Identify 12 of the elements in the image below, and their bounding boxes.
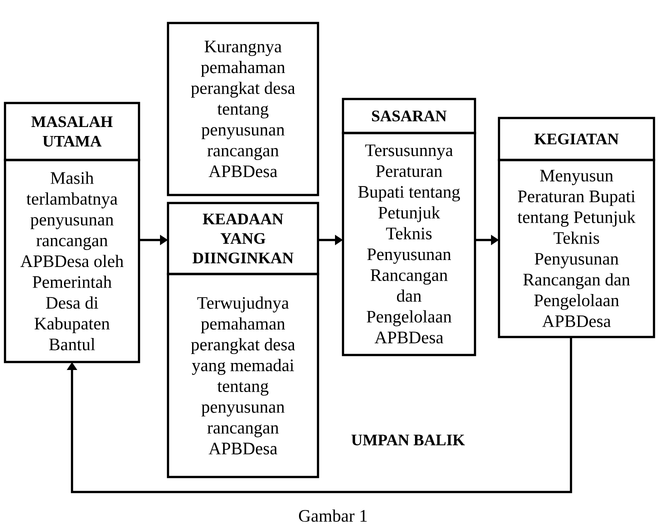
- text-box: Menyusun Peraturan Bupati tentang Petunjuk Teknis Penyusunan Rancangan dan Pengelolaan APBDesa: [498, 158, 656, 338]
- header-box: KEGIATAN: [498, 116, 656, 162]
- figure-caption: Gambar 1: [298, 509, 367, 522]
- arrow: [66, 336, 572, 494]
- text-box: Terwujudnya pemahaman perangkat desa yang memadai tentang penyusunan rancangan APBDesa: [166, 272, 320, 478]
- header-box: SASARAN: [342, 98, 476, 134]
- text-box: Tersusunnya Peraturan Bupati tentang Petunjuk Teknis Penyusunan Rancangan dan Pengelolaan APBDesa: [342, 132, 476, 356]
- header-box: MASALAH UTAMA: [4, 102, 140, 162]
- text-label: UMPAN BALIK: [351, 434, 465, 446]
- header-box: KEADAAN YANG DIINGINKAN: [166, 202, 320, 276]
- text-box: Kurangnya pemahaman perangkat desa tentang penyusunan rancangan APBDesa: [166, 22, 320, 196]
- text-box: Masih terlambatnya penyusunan rancangan APBDesa oleh Pemerintah Desa di Kabupaten Bantul: [4, 158, 140, 364]
